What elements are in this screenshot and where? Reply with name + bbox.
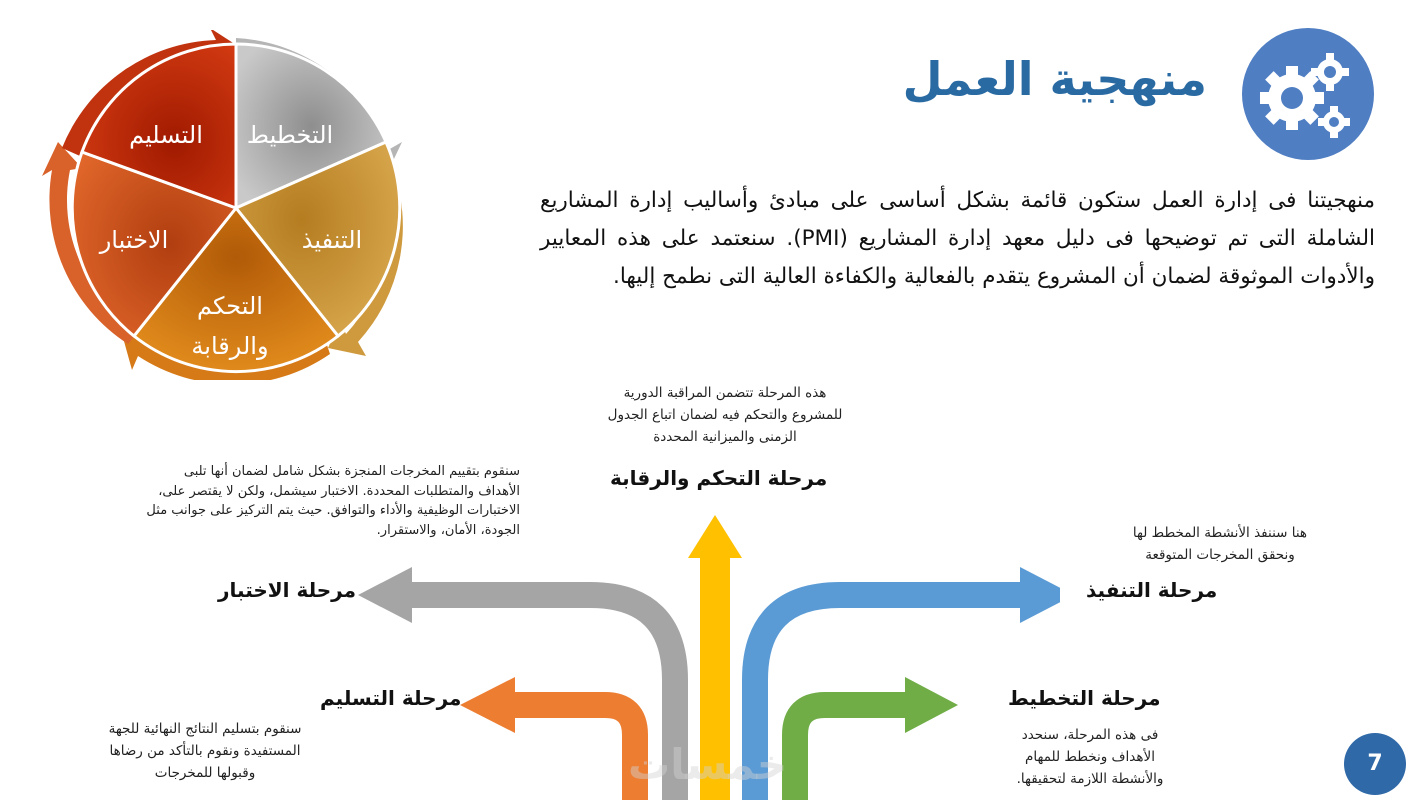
wheel-label-planning: التخطيط xyxy=(247,121,333,149)
execution-desc-line: ونحقق المخرجات المتوقعة xyxy=(1145,547,1295,563)
delivery-title: مرحلة التسليم xyxy=(320,686,462,710)
segment-planning xyxy=(234,42,388,211)
execution-title: مرحلة التنفيذ xyxy=(1086,578,1218,602)
wheel-label-delivery: التسليم xyxy=(129,121,203,149)
delivery-desc-line: وقبولها للمخرجات xyxy=(154,765,256,781)
cycle-diagram: التخطيط التنفيذ التحكم والرقابة الاختبار… xyxy=(42,30,403,380)
arrow-execution xyxy=(742,582,1020,800)
planning-desc: فى هذه المرحلة، سنحدد الأهداف ونخطط للمه… xyxy=(985,724,1195,790)
delivery-desc-line: المستفيدة ونقوم بالتأكد من رضاها xyxy=(109,743,301,759)
segment-execution xyxy=(233,140,402,339)
arrow-planning xyxy=(782,692,905,800)
wheel-label-control: التحكم xyxy=(197,292,263,320)
testing-desc-line: الجودة، الأمان، والاستقرار. xyxy=(376,522,520,538)
arrow-control xyxy=(700,555,730,800)
control-desc-line: هذه المرحلة تتضمن المراقبة الدورية xyxy=(623,385,827,401)
segment-delivery xyxy=(80,42,238,211)
testing-desc-line: الأهداف والمتطلبات المحددة. الاختبار سيش… xyxy=(158,483,520,499)
arrow-testing xyxy=(412,582,688,800)
stages-arrows xyxy=(358,515,1060,800)
page-title: منهجية العمل xyxy=(902,52,1207,106)
execution-desc: هنا سننفذ الأنشطة المخطط لها ونحقق المخر… xyxy=(1100,522,1340,566)
control-desc-line: الزمنى والميزانية المحددة xyxy=(653,429,797,445)
testing-desc-line: الاختبارات الوظيفية والأداء والتوافق. حي… xyxy=(146,503,520,518)
testing-desc: سنقوم بتقييم المخرجات المنجزة بشكل شامل … xyxy=(40,462,520,540)
page-number: 7 xyxy=(1344,733,1406,795)
wheel-label-control-2: والرقابة xyxy=(191,332,268,360)
wheel-label-execution: التنفيذ xyxy=(302,226,362,254)
control-title: مرحلة التحكم والرقابة xyxy=(610,466,828,490)
control-desc: هذه المرحلة تتضمن المراقبة الدورية للمشر… xyxy=(565,382,885,448)
wheel-label-testing: الاختبار xyxy=(99,226,169,254)
delivery-desc: سنقوم بتسليم النتائج النهائية للجهة المس… xyxy=(70,718,340,784)
delivery-desc-line: سنقوم بتسليم النتائج النهائية للجهة xyxy=(108,721,302,737)
segment-testing xyxy=(70,150,239,339)
planning-desc-line: والأنشطة اللازمة لتحقيقها. xyxy=(1016,771,1164,787)
gears-icon xyxy=(1242,28,1374,160)
planning-desc-line: الأهداف ونخطط للمهام xyxy=(1025,749,1155,765)
execution-desc-line: هنا سننفذ الأنشطة المخطط لها xyxy=(1132,525,1308,541)
planning-desc-line: فى هذه المرحلة، سنحدد xyxy=(1021,727,1159,743)
arrow-delivery xyxy=(515,692,648,800)
watermark: خمسات xyxy=(628,740,788,789)
planning-title: مرحلة التخطيط xyxy=(1008,686,1161,710)
intro-paragraph: منهجيتنا فى إدارة العمل ستكون قائمة بشكل… xyxy=(540,188,1375,289)
segment-control xyxy=(131,205,341,373)
control-desc-line: للمشروع والتحكم فيه لضمان اتباع الجدول xyxy=(607,407,843,423)
testing-title: مرحلة الاختبار xyxy=(218,578,357,602)
testing-desc-line: سنقوم بتقييم المخرجات المنجزة بشكل شامل … xyxy=(183,464,520,479)
